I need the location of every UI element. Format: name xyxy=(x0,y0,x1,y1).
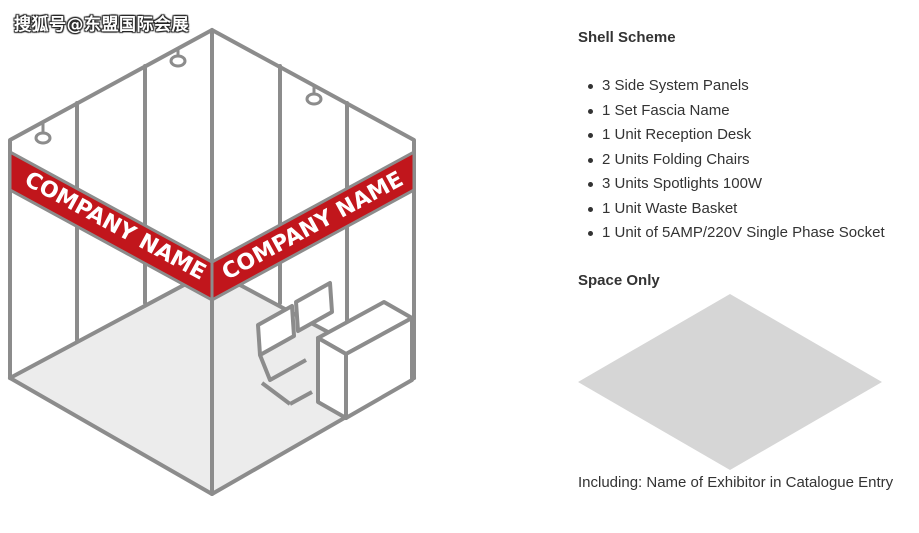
fascia-right xyxy=(210,149,416,303)
list-item: 1 Unit of 5AMP/220V Single Phase Socket xyxy=(588,223,885,248)
list-item: 3 Units Spotlights 100W xyxy=(588,174,885,199)
reception-desk-icon xyxy=(316,300,414,420)
list-item: 1 Set Fascia Name xyxy=(588,101,885,126)
list-item: 1 Unit Waste Basket xyxy=(588,199,885,224)
spotlight-3-icon xyxy=(305,92,323,106)
list-item: 3 Side System Panels xyxy=(588,76,885,101)
fascia-right-text: COMPANY NAME xyxy=(218,167,408,285)
watermark: 搜狐号@东盟国际会展 xyxy=(14,15,189,35)
space-only-title: Space Only xyxy=(578,272,660,289)
space-only-floor-illustration xyxy=(578,294,882,470)
spotlights xyxy=(34,48,323,145)
fascia-left-text: COMPANY NAME xyxy=(20,167,210,285)
space-only-caption: Including: Name of Exhibitor in Catalogu… xyxy=(578,474,894,491)
folding-chairs-icon xyxy=(256,281,334,406)
spotlight-1-icon xyxy=(34,131,52,145)
list-item: 1 Unit Reception Desk xyxy=(588,125,885,150)
shell-scheme-items: 3 Side System Panels 1 Set Fascia Name 1… xyxy=(588,76,885,248)
booth-frame-left xyxy=(8,28,214,380)
floor-rail-left xyxy=(8,268,214,380)
list-item: 2 Units Folding Chairs xyxy=(588,150,885,175)
shell-scheme-title: Shell Scheme xyxy=(578,29,676,46)
space-only-floor xyxy=(578,294,882,470)
shell-scheme-booth-illustration: COMPANY NAME COMPANY NAME xyxy=(8,28,416,496)
spotlight-2-icon xyxy=(169,54,187,68)
